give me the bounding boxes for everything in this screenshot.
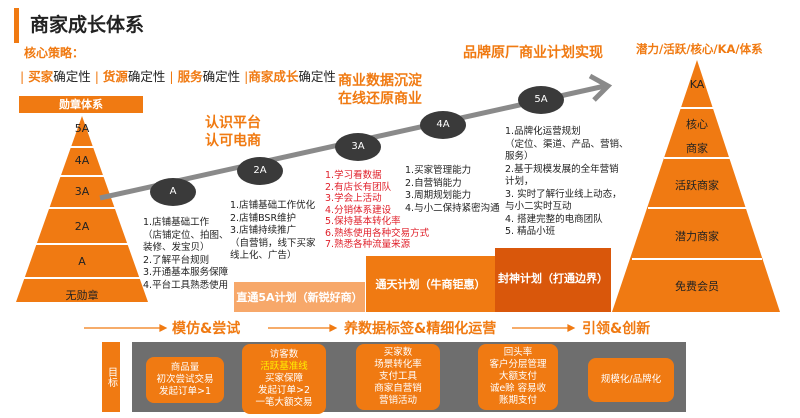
stage-lead: 引领&创新	[582, 321, 651, 337]
milestone-a: A	[150, 178, 196, 206]
list-a: 1.店铺基础工作 （店铺定位、拍图、 装修、发宝贝） 2.了解平台规则 3.开通…	[143, 217, 229, 291]
merchant-pyramid	[612, 60, 780, 312]
plan-tongtian: 通天计划（牛商钜惠）	[366, 256, 495, 312]
list-5a: 1.品牌化运营规划 （定位、渠道、产品、营销、 服务） 2.基于规模发展的全年营…	[505, 126, 629, 237]
medal-level: 无勋章	[65, 289, 99, 302]
merchant-pyramid-title: 潜力/活跃/核心/KA/体系	[636, 42, 763, 56]
list-4a: 1.买家管理能力 2.自营销能力 3.周期规划能力 4.与小二保持紧密沟通	[405, 165, 500, 214]
merchant-level: 潜力商家	[675, 230, 719, 243]
strategy-key: 买家	[28, 69, 54, 84]
medal-level: A	[78, 255, 86, 268]
title-accent-bar	[14, 8, 19, 43]
merchant-level: 核心	[686, 118, 708, 131]
milestone-4a: 4A	[420, 111, 466, 139]
core-strategy-label: 核心策略：	[24, 46, 85, 60]
merchant-level: 免费会员	[675, 280, 719, 293]
plan-zhitong: 直通5A计划（新锐好商）	[234, 282, 365, 312]
list-2a: 1.店铺基础工作优化 2.店铺BSR维护 3.店铺持续推广 （自营销，线下买家 …	[230, 200, 316, 261]
medal-level: 5A	[74, 122, 90, 135]
heading-stage-1: 认识平台认可电商	[205, 115, 261, 149]
milestone-3a: 3A	[335, 133, 381, 161]
stage-imitate: 模仿&尝试	[172, 321, 241, 337]
merchant-level: 商家	[686, 142, 708, 155]
strategy-key: 服务	[177, 69, 203, 84]
strategy-key: 货源	[102, 69, 128, 84]
heading-stage-2: 商业数据沉淀在线还原商业	[338, 73, 422, 107]
goal-box: 买家数场景转化率支付工具商家自营销营销活动	[356, 344, 440, 410]
list-3a: 1.学习看数据 2.有店长有团队 3.学会上活动 4.分销体系建设 5.保持基本…	[325, 170, 430, 250]
heading-stage-3: 品牌原厂商业计划实现	[463, 45, 603, 61]
page-title: 商家成长体系	[30, 14, 145, 36]
goal-box: 回头率客户分层管理大额支付诚e赊 容易收账期支付	[478, 344, 558, 410]
medal-system-title: 勋章体系	[19, 96, 143, 113]
stage-refine: 养数据标签&精细化运营	[344, 321, 497, 337]
goal-box: 规模化/品牌化	[588, 358, 674, 402]
plan-fengshen: 封神计划（打通边界）	[495, 248, 611, 312]
strategy-line: | 买家确定性 | 货源确定性 | 服务确定性 |商家成长确定性	[20, 69, 336, 84]
merchant-level: KA	[689, 78, 705, 91]
medal-level: 3A	[74, 185, 90, 198]
growth-arrow-head	[588, 73, 613, 102]
strategy-key: 商家成长	[248, 69, 299, 84]
goal-box: 商品量初次尝试交易发起订单>1	[146, 357, 224, 403]
medal-level: 4A	[74, 154, 90, 167]
medal-level: 2A	[74, 220, 90, 233]
goal-label: 目标	[102, 342, 120, 412]
merchant-level: 活跃商家	[675, 179, 719, 192]
milestone-2a: 2A	[237, 157, 283, 185]
milestone-5a: 5A	[518, 86, 564, 114]
